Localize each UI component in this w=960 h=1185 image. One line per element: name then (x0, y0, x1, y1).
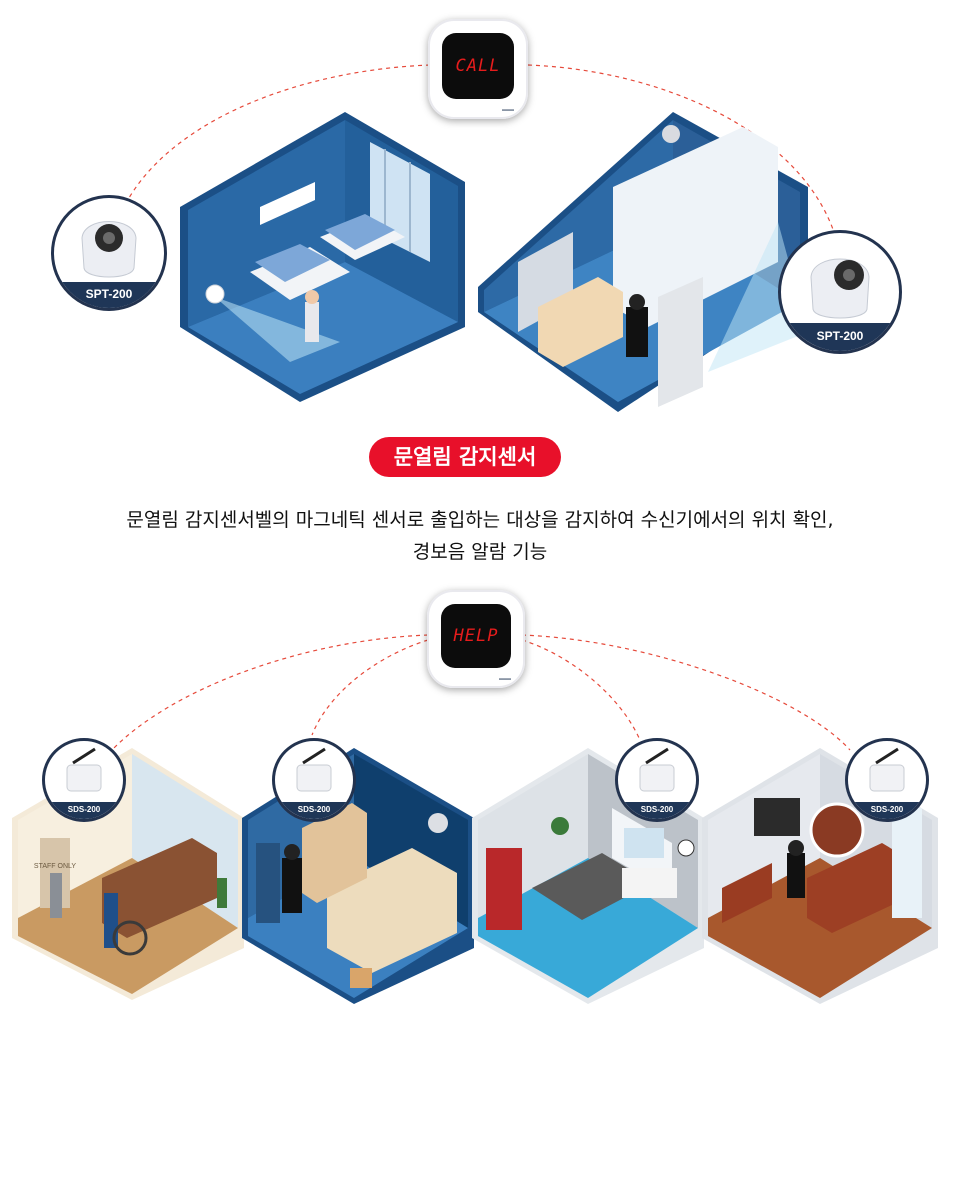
door-sensor-icon (869, 747, 905, 792)
motion-sensor-icon (810, 258, 870, 319)
top-connection-lines (124, 64, 836, 236)
section-title-badge: 문열림 감지센서 (369, 437, 561, 477)
staff-only-sign: STAFF ONLY (34, 863, 76, 870)
description-line-1: 문열림 감지센서벨의 마그네틱 센서로 출입하는 대상을 감지하여 수신기에서의… (126, 509, 834, 531)
section-description: 문열림 감지센서벨의 마그네틱 센서로 출입하는 대상을 감지하여 수신기에서의… (40, 504, 920, 568)
sensor-badge-top-left: SPT-200 (51, 195, 167, 311)
sensor-model-label: SPT-200 (54, 282, 164, 308)
door-sensor-icon (296, 747, 332, 792)
receiver-display-bottom: HELP (441, 604, 511, 668)
receiver-device-top: CALL ▬▬ (428, 19, 528, 119)
receiver-brand-mark: ▬▬ (502, 107, 514, 113)
receiver-brand-mark: ▬▬ (499, 676, 511, 682)
description-line-2: 경보음 알람 기능 (412, 541, 548, 563)
receiver-display-top: CALL (442, 33, 514, 99)
door-sensor-badge-2: SDS-200 (272, 738, 356, 822)
hospital-room-illustration (180, 112, 465, 402)
sensor-model-label: SDS-200 (618, 802, 696, 819)
sensor-model-label: SDS-200 (45, 802, 123, 819)
receiver-device-bottom: HELP ▬▬ (427, 590, 525, 688)
sensor-model-label: SDS-200 (275, 802, 353, 819)
reception-room-illustration: STAFF ONLY (12, 748, 244, 1000)
sensor-model-label: SPT-200 (781, 323, 899, 351)
door-sensor-badge-4: SDS-200 (845, 738, 929, 822)
bottom-connection-lines (111, 634, 851, 751)
motion-sensor-icon (81, 221, 137, 278)
door-sensor-badge-3: SDS-200 (615, 738, 699, 822)
bedroom-illustration (472, 748, 704, 1004)
storage-room-illustration (478, 112, 808, 412)
sensor-badge-top-right: SPT-200 (778, 230, 902, 354)
door-sensor-badge-1: SDS-200 (42, 738, 126, 822)
sensor-model-label: SDS-200 (848, 802, 926, 819)
door-sensor-icon (639, 747, 675, 792)
door-sensor-icon (66, 747, 102, 792)
